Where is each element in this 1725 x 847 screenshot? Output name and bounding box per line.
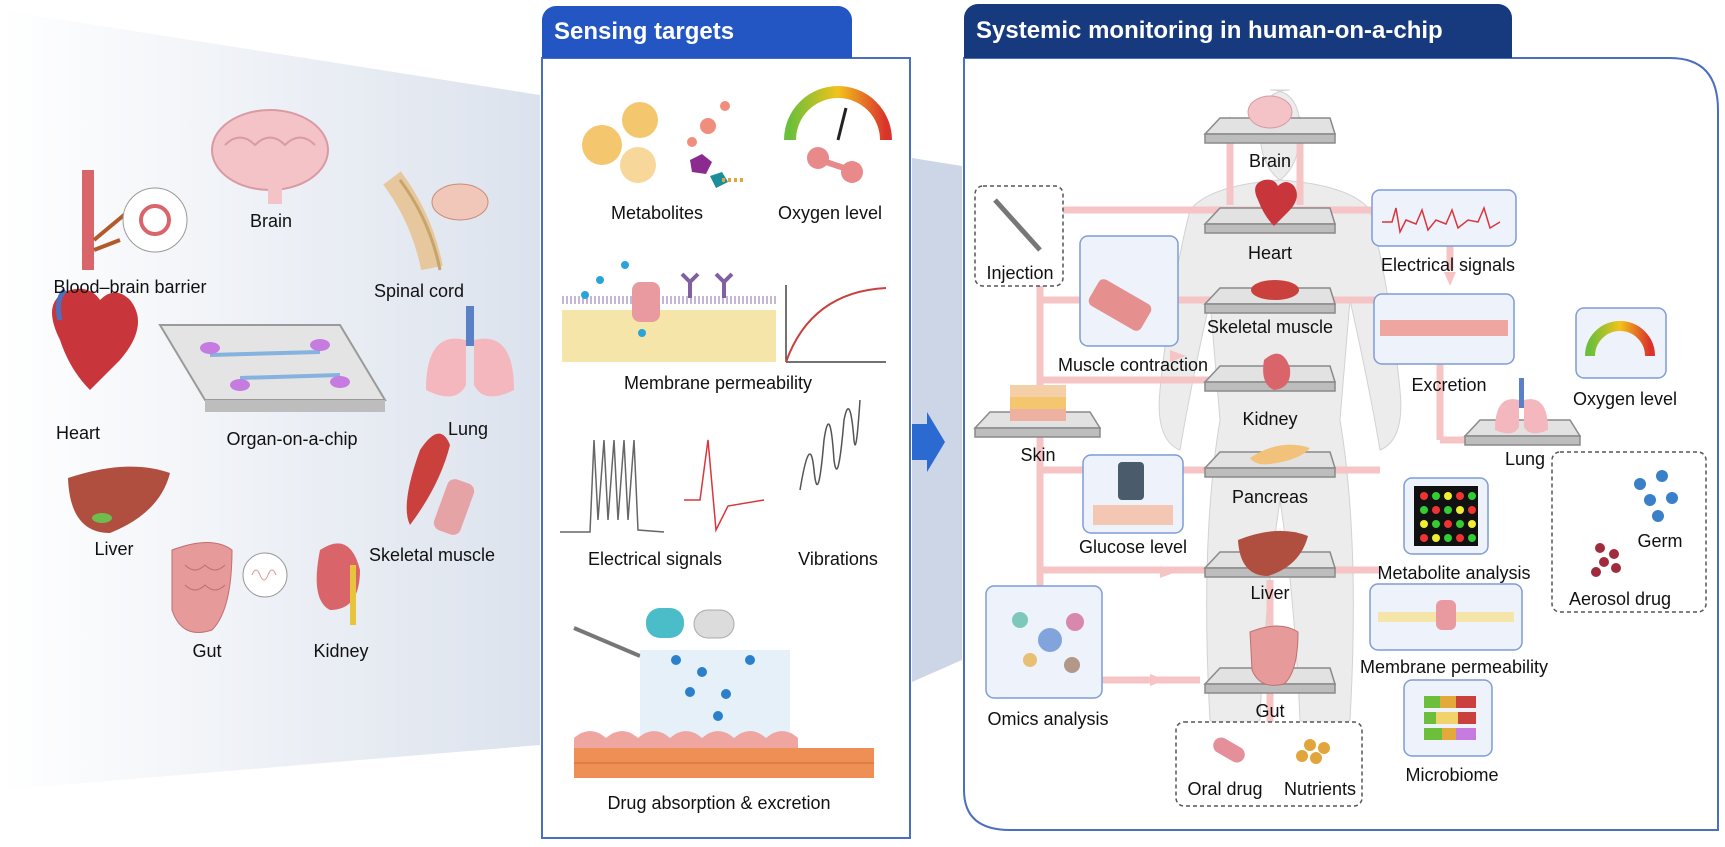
label-omics-analysis: Omics analysis [987,709,1109,729]
label-germ: Germ [1637,531,1683,551]
lung-icon [426,306,514,397]
label-microbiome: Microbiome [1405,765,1499,785]
sensing-targets-title: Sensing targets [554,18,735,45]
middle-wedge [912,158,962,682]
electrical-icon [560,399,861,533]
hoc-heart-icon [1255,179,1297,226]
gut-icon [171,542,288,633]
muscle-fiber-icon [1088,279,1152,331]
aerosol-box [1551,451,1707,613]
electrical-box [1371,189,1517,247]
heatmap-icon [1414,486,1478,546]
label-electrical-signals: Electrical signals [587,549,723,569]
omics-scatter-icon [1012,612,1084,673]
label-hoc-kidney: Kidney [1242,409,1298,429]
label-hoc-brain: Brain [1248,151,1292,171]
label-bbb: Blood–brain barrier [53,277,207,297]
muscle-contraction-box [1079,235,1179,347]
label-hoc-membrane: Membrane permeability [1359,657,1549,677]
oxygen-box [1575,307,1667,379]
systemic-monitoring-header: Systemic monitoring in human-on-a-chip [964,4,1512,58]
hoc-liver-icon [1238,530,1308,576]
label-oxygen-level: Oxygen level [777,203,883,223]
label-vibrations: Vibrations [798,549,878,569]
hoc-brain-icon [1247,95,1293,129]
label-brain: Brain [249,211,293,231]
kidney-icon [316,543,360,625]
label-drug-absorption: Drug absorption & excretion [607,793,831,813]
excretion-tissue [1380,320,1508,336]
brain-icon [211,109,329,204]
spinal-cord-icon [383,171,489,271]
liver-icon [68,466,170,533]
label-liver: Liver [94,539,134,559]
transition-arrow [912,412,945,472]
injection-box [974,185,1064,287]
drug-absorption-icon [573,608,874,778]
label-hoc-gut: Gut [1255,701,1285,721]
hoc-gut-icon [1249,625,1299,686]
label-injection: Injection [986,263,1054,283]
label-hoc-lung: Lung [1504,449,1546,469]
label-nutrients: Nutrients [1283,779,1357,799]
label-heart: Heart [55,423,101,443]
label-hoc-skin: Skin [1020,445,1056,465]
label-hoc-pancreas: Pancreas [1231,487,1309,507]
label-excretion: Excretion [1411,375,1487,395]
glucose-meter-icon [1118,462,1144,500]
label-aerosol-drug: Aerosol drug [1568,589,1672,609]
heart-icon [52,288,138,390]
skeletal-muscle-icon [406,433,475,535]
label-hoc-electrical: Electrical signals [1380,255,1516,275]
syringe-icon [993,198,1042,252]
label-gut: Gut [192,641,222,661]
organ-on-chip-icon [158,324,387,412]
label-oral-drug: Oral drug [1187,779,1263,799]
systemic-monitoring-title: Systemic monitoring in human-on-a-chip [976,17,1443,44]
bbb-icon [82,170,188,270]
hoc-gauge-icon [1585,321,1655,357]
ecg-icon [1382,205,1501,235]
label-kidney: Kidney [313,641,369,661]
glucose-tissue [1093,505,1173,525]
metabolites-icon [582,101,744,188]
label-hoc-oxygen: Oxygen level [1572,389,1678,409]
hoc-muscle-icon [1251,280,1299,300]
hoc-skin-icon [1010,385,1066,421]
hoc-channel-icon [1436,600,1456,630]
hoc-lung-icon [1495,378,1548,434]
label-membrane-permeability: Membrane permeability [623,373,813,393]
label-metabolite-analysis: Metabolite analysis [1377,563,1531,583]
pill-icon [1213,737,1245,763]
hoc-pancreas-icon [1250,444,1310,465]
label-hoc-skeletal-muscle: Skeletal muscle [1206,317,1334,337]
label-glucose-level: Glucose level [1078,537,1188,557]
nutrients-icon [1296,739,1330,764]
label-organ-on-chip: Organ-on-a-chip [226,429,358,449]
label-skeletal-muscle: Skeletal muscle [368,545,496,565]
sensing-targets-header: Sensing targets [542,6,852,58]
germ-icon [1634,470,1678,522]
label-metabolites: Metabolites [610,203,704,223]
label-hoc-liver: Liver [1250,583,1290,603]
membrane-icon [562,261,887,363]
label-muscle-contraction: Muscle contraction [1057,355,1209,375]
hoc-kidney-icon [1263,353,1291,390]
oxygen-gauge-icon [784,86,892,183]
label-hoc-heart: Heart [1247,243,1293,263]
label-lung: Lung [447,419,489,439]
microbiome-bar-icon [1424,696,1476,740]
label-spinal-cord: Spinal cord [373,281,465,301]
aerosol-drug-icon [1591,543,1621,577]
